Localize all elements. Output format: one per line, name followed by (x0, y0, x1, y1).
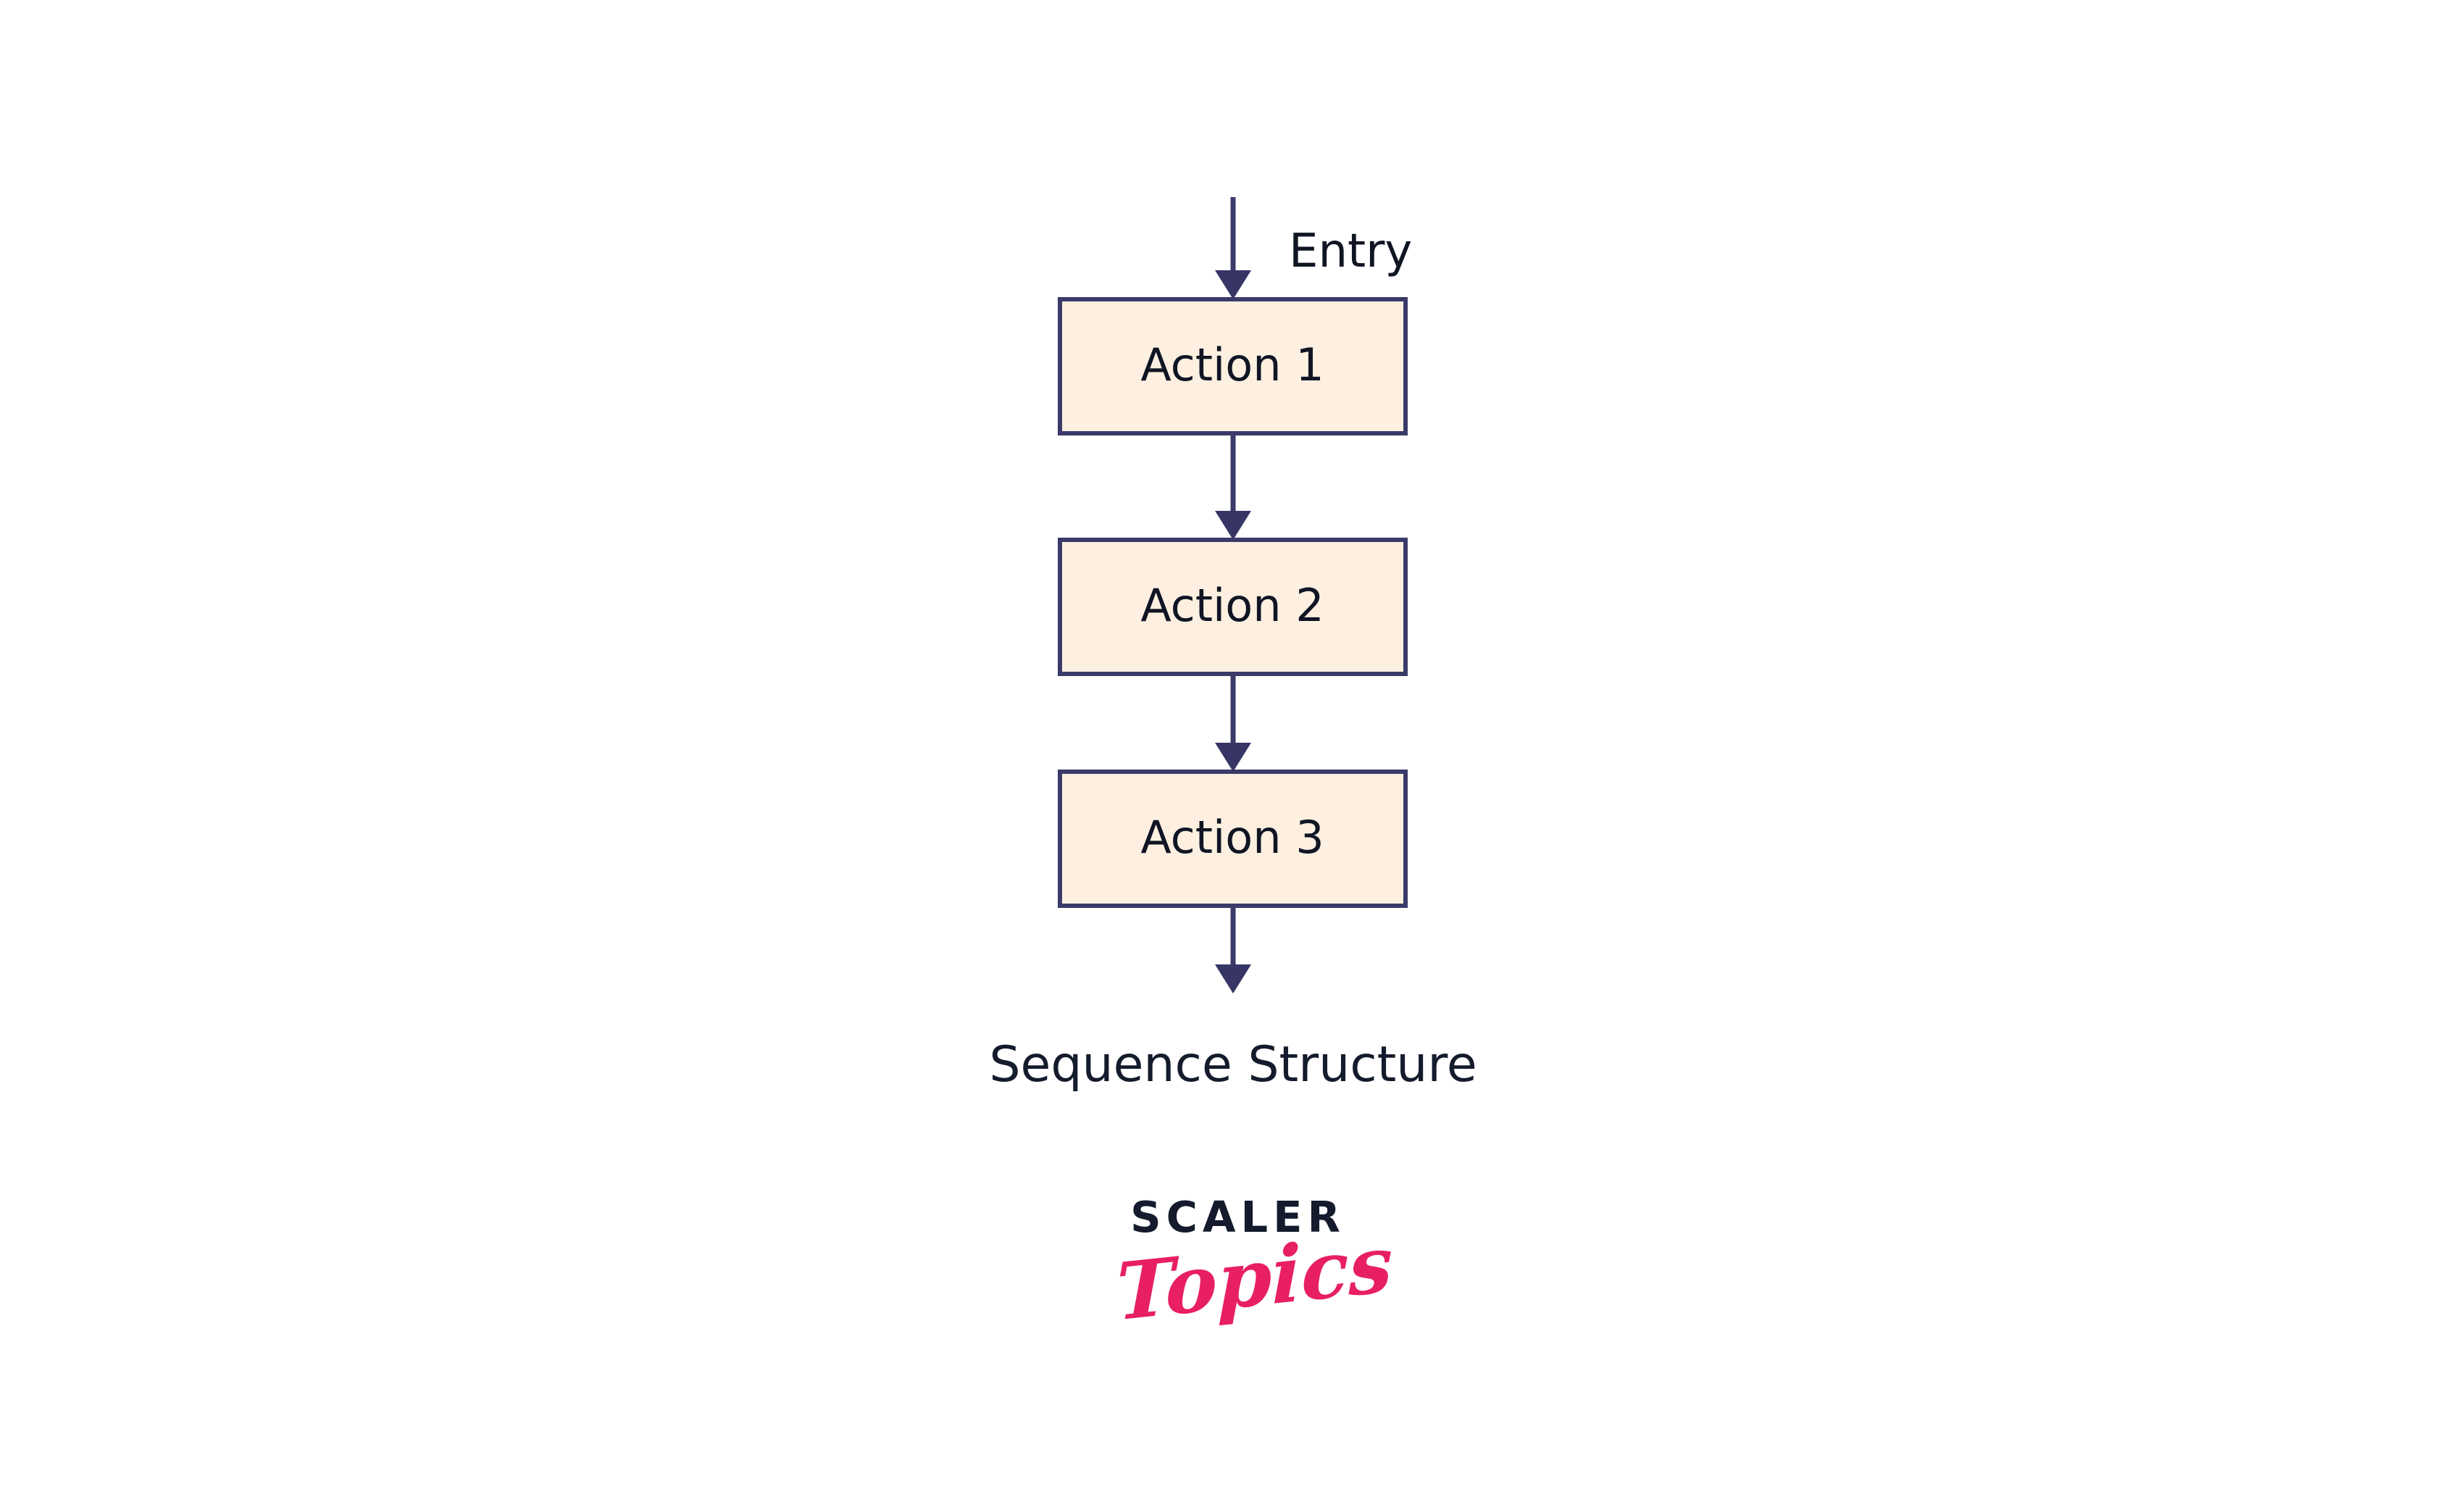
diagram-caption: Sequence Structure (989, 1036, 1477, 1093)
node-action-2[interactable]: Action 2 (1058, 538, 1408, 676)
entry-label: Entry (1289, 225, 1412, 278)
node-action-2-shape[interactable] (1058, 538, 1408, 676)
edge-exit-arrowhead (1215, 964, 1251, 993)
edge-action1-action2 (1215, 433, 1251, 540)
node-action-2-label: Action 2 (1140, 579, 1324, 632)
node-action-1[interactable]: Action 1 (1058, 297, 1408, 435)
logo-wordmark: SCALER (1130, 1192, 1345, 1242)
node-action-1-label: Action 1 (1140, 338, 1324, 391)
node-action-1-shape[interactable] (1058, 297, 1408, 435)
edge-entry-arrowhead (1215, 270, 1251, 299)
node-action-3-shape[interactable] (1058, 770, 1408, 908)
scaler-topics-logo: SCALER Topics (1116, 1192, 1392, 1391)
logo-script-topics: Topics (1116, 1217, 1392, 1339)
edge-a2-a3-arrowhead (1215, 743, 1251, 772)
edge-action2-action3 (1215, 674, 1251, 772)
edge-entry-action1 (1215, 197, 1251, 299)
node-action-3[interactable]: Action 3 (1058, 770, 1408, 908)
edge-action3-exit (1215, 906, 1251, 993)
node-action-3-label: Action 3 (1140, 811, 1324, 864)
edge-a1-a2-arrowhead (1215, 511, 1251, 540)
